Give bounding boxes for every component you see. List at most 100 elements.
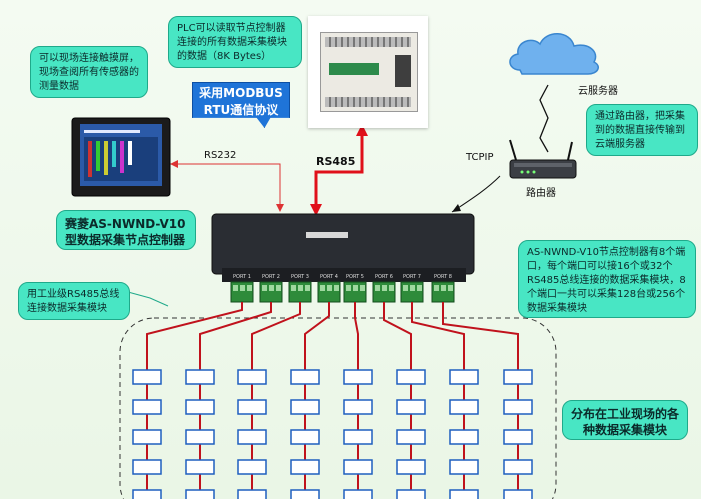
data-acquisition-module (343, 429, 373, 445)
router-callout-text: 通过路由器，把采集到的数据直接传输到云端服务器 (595, 111, 685, 150)
plc-terminal-top (325, 37, 411, 47)
data-acquisition-module (185, 489, 215, 499)
data-acquisition-module (396, 429, 426, 445)
bus-callout-connector (127, 291, 169, 307)
data-acquisition-module (185, 429, 215, 445)
terminal-screw (240, 285, 245, 291)
rs485-bus-line (146, 302, 243, 499)
data-acquisition-module (132, 369, 162, 385)
plc-device (320, 32, 418, 112)
rs485-link (314, 134, 364, 210)
capacity-callout-text: AS-NWND-V10节点控制器有8个端口，每个端口可以接16个或32个RS48… (527, 247, 686, 314)
terminal-screw (233, 285, 238, 291)
terminal-screw (247, 285, 252, 291)
rs232-arrowhead-left (170, 160, 178, 168)
port-label: PORT 5 (346, 274, 364, 280)
capacity-callout: AS-NWND-V10节点控制器有8个端口，每个端口可以接16个或32个RS48… (518, 240, 696, 318)
cloud-server-label: 云服务器 (578, 86, 618, 97)
data-acquisition-module (449, 489, 479, 499)
data-acquisition-module (396, 369, 426, 385)
controller-callout: 赛菱AS-NWND-V10型数据采集节点控制器 (56, 210, 196, 250)
data-acquisition-module (343, 369, 373, 385)
plc-callout: PLC可以读取节点控制器连接的所有数据采集模块的数据（8K Bytes） (168, 16, 302, 68)
controller-callout-text: 赛菱AS-NWND-V10型数据采集节点控制器 (65, 217, 186, 247)
tcpip-label: TCPIP (466, 152, 494, 163)
router-icon (509, 139, 577, 179)
data-acquisition-module (185, 459, 215, 475)
terminal-screw (403, 285, 408, 291)
port-label: PORT 4 (320, 274, 338, 280)
rs485-bus-callout: 用工业级RS485总线连接数据采集模块 (18, 282, 130, 320)
controller-port-strip (222, 268, 466, 282)
modbus-banner-text: 采用MODBUS RTU通信协议 (199, 86, 283, 117)
data-acquisition-module (503, 459, 533, 475)
rs232-arrowhead-down (276, 204, 284, 212)
data-acquisition-module (396, 489, 426, 499)
terminal-screw (346, 285, 351, 291)
terminal-screw (269, 285, 274, 291)
rs485-bus-line (411, 302, 465, 499)
data-acquisition-module (449, 369, 479, 385)
data-acquisition-module (503, 429, 533, 445)
cloud-icon (509, 33, 599, 75)
port-label: PORT 6 (375, 274, 393, 280)
rs485-bus-line (442, 302, 519, 499)
data-acquisition-module (290, 489, 320, 499)
rs232-link (170, 163, 281, 210)
terminal-screw (382, 285, 387, 291)
terminal-screw (375, 285, 380, 291)
data-acquisition-module (503, 399, 533, 415)
rs485-bus-line (354, 302, 359, 499)
data-acquisition-module (185, 399, 215, 415)
plc-terminal-bottom (325, 97, 411, 107)
terminal-screw (417, 285, 422, 291)
router-label: 路由器 (526, 188, 556, 199)
data-acquisition-module (237, 399, 267, 415)
data-acquisition-module (449, 399, 479, 415)
data-acquisition-module (396, 399, 426, 415)
touchscreen-callout-text: 可以现场连接触摸屏，现场查阅所有传感器的测量数据 (39, 53, 139, 92)
rs485-arrowhead-up (356, 124, 368, 136)
data-acquisition-module (237, 489, 267, 499)
data-acquisition-module (132, 489, 162, 499)
rs232-label: RS232 (204, 150, 237, 161)
data-acquisition-module (396, 459, 426, 475)
port-label: PORT 7 (403, 274, 421, 280)
tcpip-link (451, 175, 501, 213)
data-acquisition-module (290, 399, 320, 415)
tcpip-arrowhead (452, 204, 461, 212)
data-acquisition-module (237, 459, 267, 475)
rs485-bus-callout-text: 用工业级RS485总线连接数据采集模块 (27, 289, 120, 314)
data-acquisition-module (503, 369, 533, 385)
port-label: PORT 2 (262, 274, 280, 280)
controller-slot (306, 232, 348, 238)
terminal-screw (441, 285, 446, 291)
data-acquisition-module (185, 369, 215, 385)
data-acquisition-module (132, 399, 162, 415)
data-acquisition-module (237, 369, 267, 385)
terminal-screw (298, 285, 303, 291)
data-acquisition-module (449, 459, 479, 475)
controller-body (211, 213, 475, 275)
data-acquisition-module (290, 369, 320, 385)
data-acquisition-module (343, 489, 373, 499)
touchscreen-device (71, 117, 171, 197)
rs485-label: RS485 (316, 155, 356, 168)
plc-front-label (329, 63, 379, 75)
data-acquisition-module (132, 429, 162, 445)
terminal-screw (448, 285, 453, 291)
data-acquisition-module (449, 429, 479, 445)
terminal-screw (305, 285, 310, 291)
field-area-outline (119, 317, 557, 499)
data-acquisition-module (290, 429, 320, 445)
plc-status-leds (395, 55, 411, 87)
data-acquisition-module (132, 459, 162, 475)
port-label: PORT 3 (291, 274, 309, 280)
rs485-bus-line (304, 302, 330, 499)
terminal-screw (327, 285, 332, 291)
rs485-bus-line (199, 302, 272, 499)
data-acquisition-module (237, 429, 267, 445)
